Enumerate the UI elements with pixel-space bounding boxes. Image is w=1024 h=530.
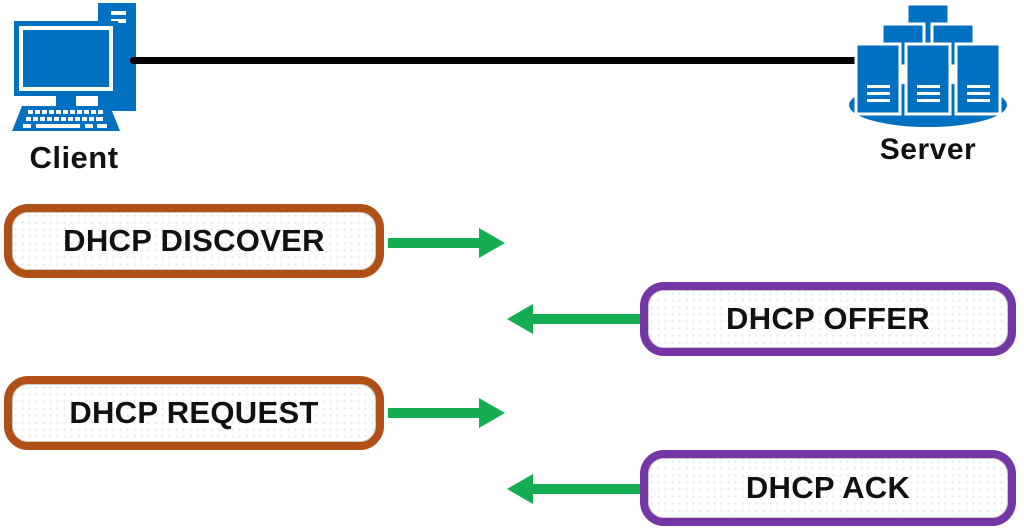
arrow-head <box>479 398 505 428</box>
dhcp-offer-label: DHCP OFFER <box>726 301 930 336</box>
dhcp-ack-label: DHCP ACK <box>745 470 911 505</box>
arrow-shaft <box>388 238 481 248</box>
server-stack-icon <box>848 2 1008 130</box>
client-label: Client <box>29 140 119 175</box>
arrow-left-offer-icon <box>507 304 640 334</box>
dhcp-request-box: DHCP REQUEST <box>4 376 384 450</box>
arrow-head <box>507 474 533 504</box>
arrow-left-ack-icon <box>507 474 640 504</box>
dhcp-discover-box: DHCP DISCOVER <box>4 204 384 278</box>
dhcp-offer-box: DHCP OFFER <box>640 282 1016 356</box>
dhcp-request-label: DHCP REQUEST <box>69 395 319 430</box>
client-computer-icon <box>6 3 138 136</box>
network-link-line <box>130 57 876 64</box>
arrow-shaft <box>531 314 640 324</box>
arrow-shaft <box>388 408 481 418</box>
server-label: Server <box>879 133 977 166</box>
dhcp-ack-box: DHCP ACK <box>640 450 1016 526</box>
arrow-right-discover-icon <box>388 228 505 258</box>
arrow-head <box>479 228 505 258</box>
arrow-head <box>507 304 533 334</box>
dhcp-discover-label: DHCP DISCOVER <box>63 223 325 258</box>
arrow-shaft <box>531 484 640 494</box>
arrow-right-request-icon <box>388 398 505 428</box>
